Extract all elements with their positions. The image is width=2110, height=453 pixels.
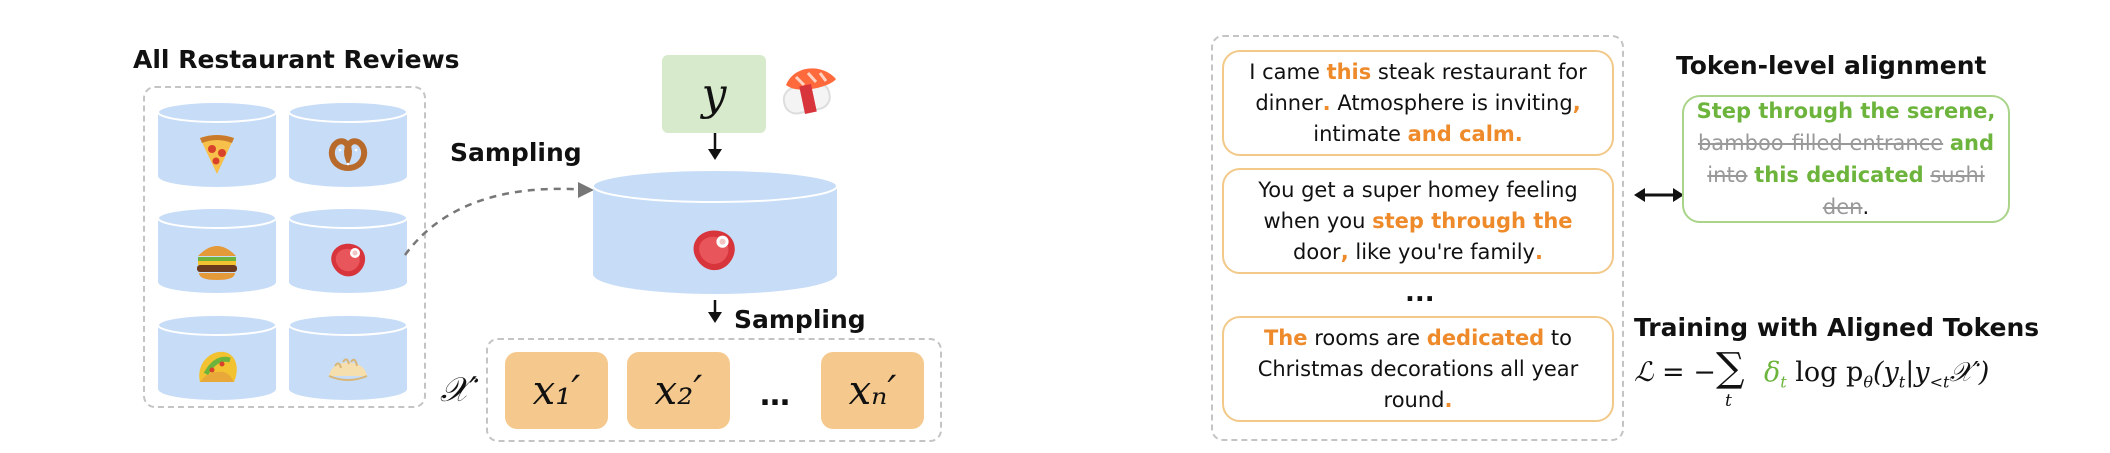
y-to-db-arrow	[708, 133, 722, 160]
reviews-container	[1211, 35, 1624, 441]
review-card-1: I came this steak restaurant for dinner.…	[1222, 50, 1614, 156]
review-card-3: The rooms are dedicated to Christmas dec…	[1222, 316, 1614, 422]
review-text: steak restaurant for dinner	[1255, 59, 1587, 115]
all-reviews-title: All Restaurant Reviews	[133, 45, 460, 74]
sushi-icon	[782, 68, 836, 115]
review-text: like you're family	[1348, 239, 1535, 264]
steak-icon	[331, 243, 366, 277]
highlighted-token: dedicated	[1426, 325, 1545, 350]
x2-box: x₂′	[627, 352, 730, 429]
training-title: Training with Aligned Tokens	[1634, 313, 2040, 342]
x-ellipsis: …	[760, 378, 790, 413]
highlighted-token: this	[1326, 59, 1372, 84]
pizza-icon	[200, 135, 234, 174]
dumpling-icon	[328, 358, 368, 381]
sampling-label-top: Sampling	[450, 138, 582, 167]
double-arrow	[1634, 188, 1684, 202]
y-label: y	[701, 68, 727, 120]
all-reviews-container	[143, 86, 426, 408]
xprime-container	[486, 338, 942, 442]
highlighted-token: .	[1534, 239, 1543, 264]
highlighted-token: and calm.	[1407, 121, 1523, 146]
x1-box: x₁′	[505, 352, 608, 429]
highlighted-token: ,	[1340, 239, 1349, 264]
highlighted-token: .	[1322, 90, 1331, 115]
xprime-label: 𝒳′	[440, 370, 477, 410]
review-text: Atmosphere is inviting	[1330, 90, 1573, 115]
highlighted-token: step through the	[1372, 208, 1573, 233]
review-text: rooms are	[1307, 325, 1427, 350]
highlighted-token: The	[1263, 325, 1308, 350]
burger-icon	[197, 246, 237, 280]
highlighted-token: ,	[1572, 90, 1581, 115]
review-text: I came	[1249, 59, 1327, 84]
taco-icon	[199, 351, 237, 382]
review-text: door	[1293, 239, 1341, 264]
review-card-2: You get a super homey feeling when you s…	[1222, 168, 1614, 274]
review-text: intimate	[1313, 121, 1408, 146]
review-text: You get a super homey feeling when you	[1258, 177, 1578, 233]
y-box: y	[662, 55, 766, 133]
sampling-label-bottom: Sampling	[734, 305, 866, 334]
xn-box: xₙ′	[821, 352, 924, 429]
reviews-ellipsis: ...	[1405, 278, 1435, 308]
token-alignment-title: Token-level alignment	[1676, 51, 1987, 80]
sampling-arrow	[403, 182, 594, 256]
loss-formula: ℒ = − ∑ t δt log pθ(yt|y<t𝒳′)	[1634, 345, 1990, 411]
pretzel-icon	[328, 138, 368, 172]
steak-icon	[693, 230, 735, 271]
review-text: to Christmas decorations all year round	[1257, 325, 1579, 412]
db-to-xprime-arrow	[708, 300, 722, 323]
alignment-box: Step through the serene, bamboo-filled e…	[1682, 95, 2010, 223]
highlighted-token: .	[1444, 387, 1453, 412]
